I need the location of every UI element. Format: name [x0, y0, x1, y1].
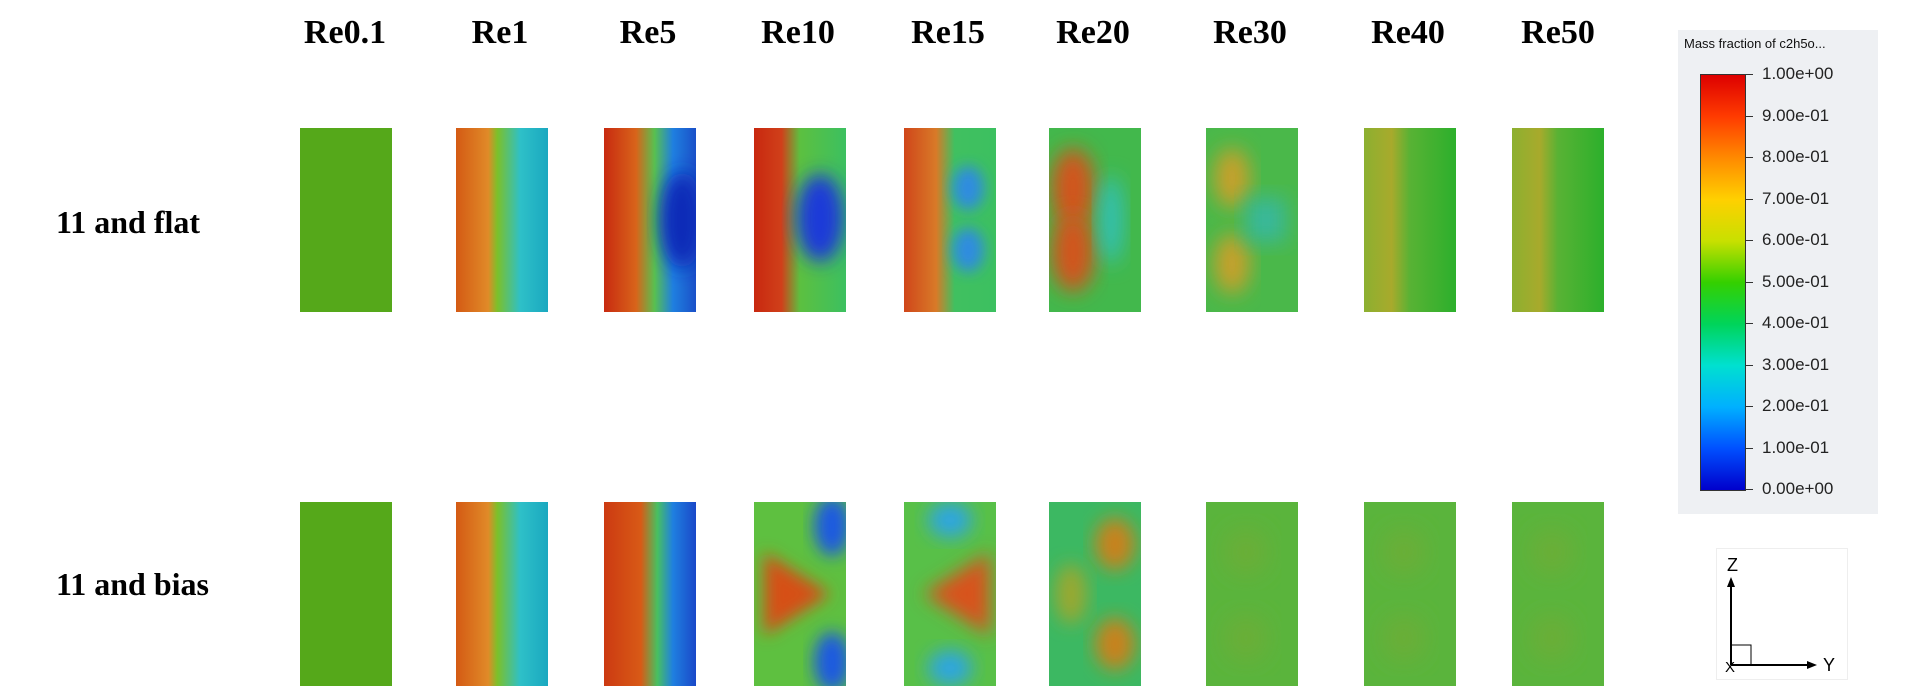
column-header: Re50 — [1521, 14, 1595, 51]
colorbar-tick-mark — [1745, 364, 1753, 366]
contour-panel — [904, 502, 996, 686]
column-header: Re20 — [1056, 14, 1130, 51]
colorbar — [1700, 74, 1746, 491]
colorbar-tick-label: 0.00e+00 — [1762, 479, 1834, 498]
column-header: Re1 — [471, 14, 529, 51]
contour-panel — [1512, 502, 1604, 686]
contour-panel — [1364, 502, 1456, 686]
column-header: Re5 — [619, 14, 677, 51]
column-header: Re40 — [1371, 14, 1445, 51]
contour-panel — [754, 128, 846, 312]
colorbar-tick-label: 6.00e-01 — [1762, 230, 1830, 249]
colorbar-tick-mark — [1745, 406, 1753, 407]
contour-panel — [1049, 128, 1141, 312]
contour-panel — [904, 128, 996, 312]
colorbar-tick-mark — [1745, 157, 1753, 158]
legend-title: Mass fraction of c2h5o... — [1684, 36, 1826, 51]
column-header: Re30 — [1213, 14, 1287, 51]
colorbar-tick-label: 2.00e-01 — [1762, 396, 1830, 415]
column-header: Re15 — [911, 14, 985, 51]
axes-triad: Z Y X — [1716, 548, 1848, 680]
contour-panel — [754, 502, 846, 686]
row-label-flat: 11 and flat — [56, 204, 201, 240]
colorbar-tick-mark — [1745, 489, 1753, 490]
colorbar-tick-mark — [1745, 281, 1753, 283]
contour-panel — [456, 128, 548, 312]
colorbar-tick-label: 3.00e-01 — [1762, 354, 1830, 374]
colorbar-tick-mark — [1745, 447, 1753, 449]
axes-triad-icon — [1727, 577, 1817, 669]
axis-label-x: X — [1725, 659, 1736, 676]
axis-label-z: Z — [1727, 555, 1738, 575]
colorbar-tick-mark — [1745, 240, 1753, 241]
colorbar-tick-mark — [1745, 323, 1753, 324]
colorbar-tick-label: 1.00e-01 — [1762, 437, 1830, 457]
colorbar-tick-label: 4.00e-01 — [1762, 313, 1830, 332]
column-header: Re10 — [761, 14, 835, 51]
contour-panel — [300, 128, 392, 312]
contour-panel — [1206, 128, 1298, 312]
contour-panel — [300, 502, 392, 686]
contour-panel — [1364, 128, 1456, 312]
colorbar-tick-mark — [1745, 198, 1753, 200]
contour-panel — [604, 502, 696, 686]
contour-panel — [1206, 502, 1298, 686]
colorbar-tick-mark — [1745, 115, 1753, 117]
contour-panel — [1049, 502, 1141, 686]
contour-panel — [456, 502, 548, 686]
colorbar-tick-label: 8.00e-01 — [1762, 147, 1830, 166]
colorbar-tick-label: 9.00e-01 — [1762, 105, 1830, 125]
axis-label-y: Y — [1823, 655, 1836, 675]
contour-panel — [1512, 128, 1604, 312]
colorbar-tick-label: 5.00e-01 — [1762, 271, 1830, 291]
column-header: Re0.1 — [303, 14, 387, 51]
row-label-bias: 11 and bias — [56, 566, 209, 602]
colorbar-tick-label: 1.00e+00 — [1762, 64, 1834, 83]
contour-panel — [604, 128, 696, 312]
colorbar-legend: Mass fraction of c2h5o... 1.00e+00 9.00e-… — [1678, 30, 1878, 514]
colorbar-tick-label: 7.00e-01 — [1762, 188, 1830, 208]
colorbar-tick-mark — [1745, 74, 1753, 75]
